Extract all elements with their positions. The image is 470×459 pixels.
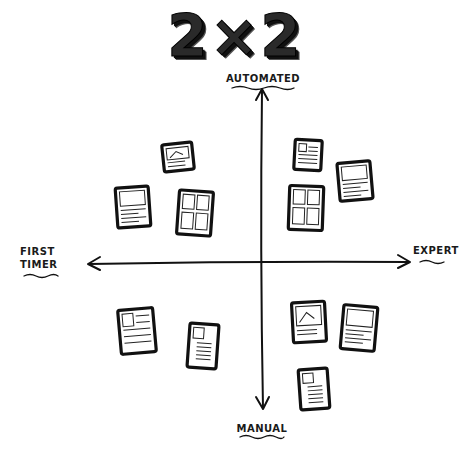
axis-label: AUTOMATED <box>226 73 300 86</box>
sketch-stroke <box>307 208 319 225</box>
thumbnail-sketch <box>294 139 323 170</box>
thumbnail-sketch <box>118 308 157 355</box>
sketch-stroke <box>297 330 317 331</box>
sketch-stroke <box>136 321 149 322</box>
thumbnail-sketch <box>288 185 324 230</box>
sketch-stroke <box>298 162 317 164</box>
sketch-stroke <box>119 190 145 206</box>
sketch-stroke <box>299 312 314 322</box>
arrow-head <box>256 397 269 409</box>
thumbnail-sketch <box>298 368 330 410</box>
sketch-stroke <box>345 334 363 336</box>
sketch-stroke <box>302 373 313 383</box>
sketch-stroke <box>297 334 317 335</box>
sketch-stroke <box>346 330 372 332</box>
axis-label: EXPERT <box>413 245 459 258</box>
thumbnail-sketch <box>162 142 195 172</box>
sketch-stroke <box>197 343 212 344</box>
sketch-stroke <box>345 338 371 340</box>
squiggle <box>240 436 284 439</box>
thumbnail-frame <box>298 368 330 410</box>
sketch-stroke <box>166 146 189 160</box>
thumbnail-frame <box>177 190 214 236</box>
sketch-stroke <box>309 402 324 403</box>
sketch-stroke <box>168 165 186 167</box>
sketch-stroke <box>299 154 318 156</box>
sketch-stroke <box>308 390 323 391</box>
sketch-stroke <box>197 347 212 348</box>
sketch-stroke <box>293 190 305 205</box>
sketch-stroke <box>343 182 368 184</box>
horizontal-axis <box>89 262 409 264</box>
thumbnail-sketch <box>115 186 151 228</box>
sketch-stroke <box>195 213 208 230</box>
sketch-stroke <box>296 305 322 325</box>
sketch-stroke <box>299 144 307 152</box>
thumbnail-frame <box>340 305 378 352</box>
sketch-stroke <box>346 309 373 327</box>
thumbnail-frame <box>115 186 151 228</box>
sketch-stroke <box>121 209 146 211</box>
sketch-stroke <box>122 313 134 326</box>
thumbnail-frame <box>288 185 324 230</box>
thumbnail-frame <box>291 301 326 343</box>
thumbnail-sketch <box>340 305 378 352</box>
sketch-stroke <box>196 359 211 360</box>
thumbnail-sketch <box>177 190 214 236</box>
sketch-stroke <box>182 194 195 209</box>
squiggle <box>24 275 58 278</box>
sketch-stroke <box>308 394 323 395</box>
sketch-stroke <box>169 151 183 158</box>
sketch-stroke <box>345 342 363 344</box>
sketch-stroke <box>344 195 361 197</box>
thumbnail-frame <box>294 139 323 170</box>
sketch-stroke <box>125 341 152 343</box>
sketch-stroke <box>121 217 146 219</box>
axis-label: FIRST TIMER <box>20 246 80 271</box>
thumbnail-frame <box>118 308 157 355</box>
thumbnail-frame <box>162 142 195 172</box>
thumbnail-sketch <box>187 323 219 369</box>
title: 2×2 <box>0 2 470 70</box>
sketch-stroke <box>308 151 317 152</box>
thumbnail-frame <box>337 161 373 202</box>
thumbnail-sketch <box>291 301 326 343</box>
thumbnail-sketch <box>337 161 373 202</box>
thumbnail-frame <box>187 323 219 369</box>
sketch-stroke <box>196 351 211 352</box>
sketch-stroke <box>292 208 304 225</box>
sketch-stroke <box>181 212 194 229</box>
sketch-stroke <box>341 165 367 181</box>
sketch-stroke <box>298 158 317 160</box>
sketch-stroke <box>123 328 150 330</box>
vertical-axis <box>261 90 263 408</box>
sketch-stroke <box>193 327 204 339</box>
sketch-stroke <box>307 190 319 205</box>
sketch-stroke <box>308 386 323 387</box>
squiggle <box>420 261 444 264</box>
sketch-stroke <box>168 161 186 163</box>
sketch-stroke <box>308 147 317 148</box>
sketch-stroke <box>197 195 210 210</box>
sketch-stroke <box>343 187 360 189</box>
sketch-stroke <box>121 213 138 214</box>
sketch-stroke <box>136 315 149 316</box>
sketch-stroke <box>343 190 368 192</box>
arrow-head <box>256 89 268 100</box>
arrow-head <box>88 257 100 270</box>
arrow-head <box>398 255 410 268</box>
axis-label: MANUAL <box>237 423 288 436</box>
sketch-stroke <box>122 221 139 222</box>
sketch-stroke <box>124 334 151 336</box>
sketch-stroke <box>308 398 323 399</box>
squiggle <box>232 87 294 90</box>
sketch-stroke <box>196 355 211 356</box>
